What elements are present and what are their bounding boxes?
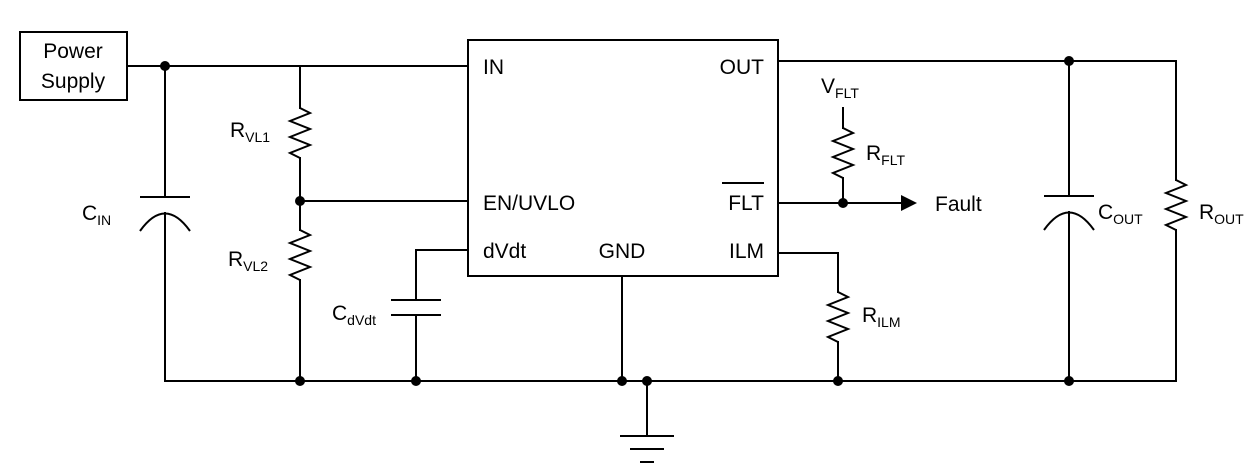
rflt-label: RFLT	[866, 142, 905, 168]
pin-flt-label: FLT	[728, 192, 764, 215]
cout-capacitor	[1043, 60, 1095, 382]
fault-arrow-icon	[901, 195, 917, 211]
cdvdt-label: CdVdt	[332, 302, 376, 328]
vflt-label: VFLT	[821, 75, 859, 101]
rvl1-resistor	[287, 107, 313, 159]
rout-resistor	[1163, 179, 1189, 231]
rilm-resistor	[825, 291, 851, 343]
rvl1-label: RVL1	[230, 119, 270, 145]
rflt-resistor	[830, 127, 856, 179]
junction-dots	[160, 56, 1074, 386]
cout-label: COUT	[1098, 201, 1143, 227]
ground-icon	[620, 380, 674, 463]
power-supply: Power Supply	[19, 31, 128, 101]
pin-in-label: IN	[483, 56, 504, 79]
fault-label: Fault	[935, 193, 982, 216]
pin-en-uvlo-label: EN/UVLO	[483, 192, 575, 215]
ic-body: IN EN/UVLO dVdt GND OUT FLT ILM	[467, 39, 779, 277]
pin-dvdt-label: dVdt	[483, 240, 526, 263]
rilm-label: RILM	[862, 304, 901, 330]
cdvdt-capacitor	[391, 249, 469, 382]
power-supply-label-line2: Supply	[41, 70, 106, 93]
rout-resistor-group	[1163, 60, 1189, 382]
cin-capacitor	[139, 65, 191, 382]
rvl-divider	[287, 65, 469, 382]
power-supply-label-line1: Power	[43, 40, 103, 63]
cin-label: CIN	[82, 202, 111, 228]
rout-label: ROUT	[1199, 201, 1244, 227]
rvl2-label: RVL2	[228, 248, 268, 274]
rvl2-resistor	[287, 229, 313, 281]
rflt-pullup	[830, 107, 856, 204]
pin-out-label: OUT	[720, 56, 765, 79]
pin-gnd-label: GND	[599, 240, 646, 263]
rilm-resistor-group	[777, 252, 851, 382]
pin-ilm-label: ILM	[729, 240, 764, 263]
